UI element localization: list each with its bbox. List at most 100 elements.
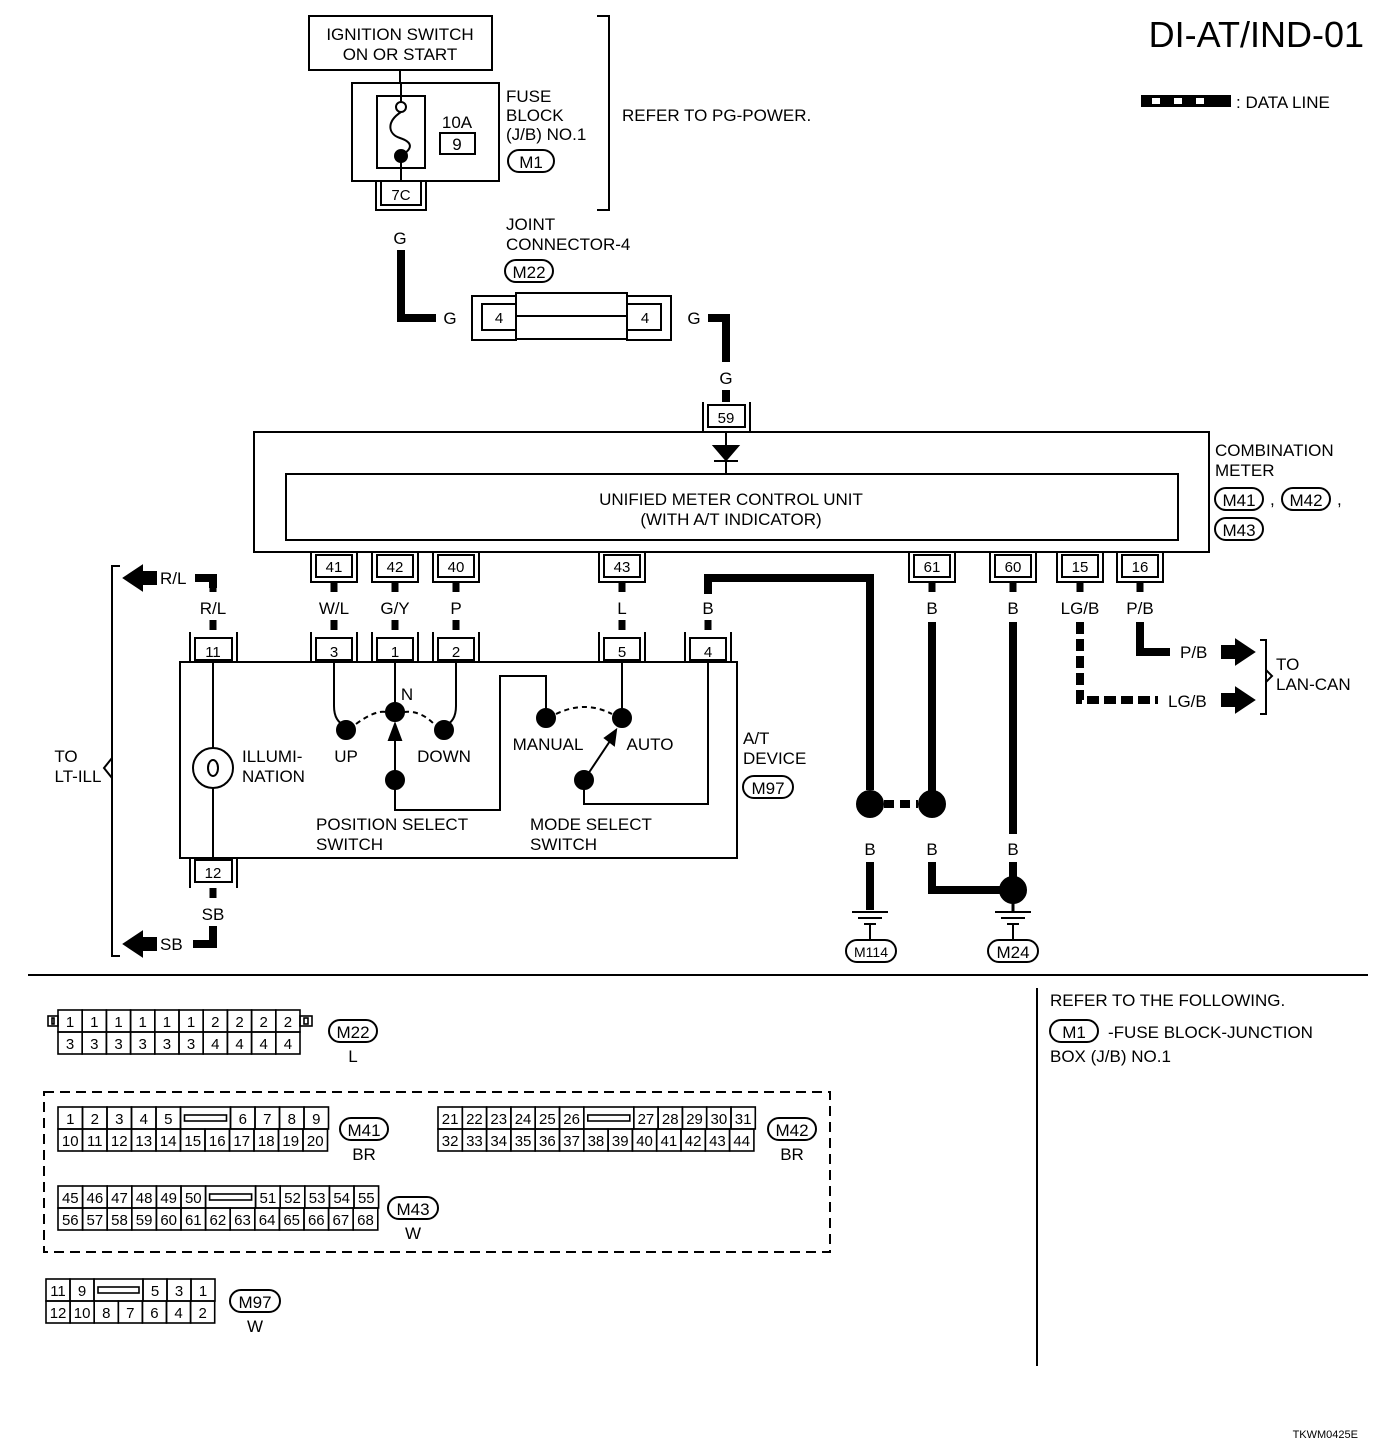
svg-text:B: B — [864, 840, 875, 859]
connector-key — [183, 1114, 228, 1122]
connector-pin: 18 — [258, 1133, 275, 1150]
connector-pin: 51 — [260, 1190, 277, 1207]
connector-pin: 11 — [87, 1133, 103, 1150]
m41-top-cell — [179, 1106, 232, 1130]
connector-pin: 5 — [164, 1111, 172, 1128]
refer-following-heading: REFER TO THE FOLLOWING. — [1050, 991, 1285, 1010]
unit-line1: UNIFIED METER CONTROL UNIT — [599, 490, 863, 509]
svg-text:SB: SB — [160, 935, 183, 954]
connector-pin: 65 — [283, 1212, 300, 1229]
svg-text:M41: M41 — [1222, 491, 1255, 510]
connector-pin: 20 — [307, 1133, 324, 1150]
combination-meter-line2: METER — [1215, 461, 1275, 480]
connector-pin: 1 — [139, 1014, 147, 1031]
page-title: DI-AT/IND-01 — [1149, 14, 1364, 55]
connector-pin: 12 — [50, 1305, 67, 1322]
svg-text:M43: M43 — [396, 1200, 429, 1219]
connector-pin: 11 — [50, 1283, 66, 1300]
combination-meter-box — [253, 431, 1210, 553]
svg-text:R/L: R/L — [200, 599, 226, 618]
connector-pin: 22 — [466, 1111, 483, 1128]
svg-text:M43: M43 — [1222, 521, 1255, 540]
svg-text:POSITION SELECT: POSITION SELECT — [316, 815, 468, 834]
svg-text:P/B: P/B — [1180, 643, 1207, 662]
connector-pin: 40 — [636, 1133, 653, 1150]
connector-pin: 3 — [187, 1036, 195, 1053]
svg-text:61: 61 — [924, 559, 941, 576]
connector-pin: 9 — [312, 1111, 320, 1128]
connector-pin: 30 — [711, 1111, 728, 1128]
meter-pin-59: 59 — [718, 410, 735, 427]
connector-pin: 3 — [114, 1036, 122, 1053]
svg-text:LAN-CAN: LAN-CAN — [1276, 675, 1351, 694]
svg-text:A/T: A/T — [743, 729, 769, 748]
at-device-m97: M97 — [751, 779, 784, 798]
lgb-arrow-icon — [1221, 686, 1256, 714]
connector-pin: 1 — [90, 1014, 98, 1031]
joint-connector-line2: CONNECTOR-4 — [506, 235, 630, 254]
fuse-number: 9 — [452, 135, 461, 154]
svg-text:G/Y: G/Y — [380, 599, 409, 618]
connector-pin: 4 — [235, 1036, 243, 1053]
m22-lock-right — [299, 1015, 313, 1027]
ground-icon-m24 — [995, 911, 1031, 940]
joint-connector-line1: JOINT — [506, 215, 555, 234]
connector-pin: 31 — [735, 1111, 752, 1128]
svg-text:W: W — [247, 1317, 263, 1336]
fuse-icon — [389, 111, 411, 157]
svg-text:SWITCH: SWITCH — [530, 835, 597, 854]
connector-pin: 6 — [239, 1111, 247, 1128]
connector-pin: 2 — [91, 1111, 99, 1128]
svg-text:P: P — [450, 599, 461, 618]
svg-text:-FUSE BLOCK-JUNCTION: -FUSE BLOCK-JUNCTION — [1108, 1023, 1313, 1042]
svg-text:,: , — [1337, 490, 1342, 509]
svg-text:LT-ILL: LT-ILL — [55, 767, 102, 786]
connector-pin: 3 — [90, 1036, 98, 1053]
svg-text:M42: M42 — [775, 1121, 808, 1140]
svg-text:AUTO: AUTO — [627, 735, 674, 754]
connector-key — [51, 1017, 55, 1025]
connector-key — [303, 1017, 309, 1025]
m22-lock-left — [47, 1015, 59, 1027]
connector-pin: 62 — [210, 1212, 227, 1229]
connector-pin: 28 — [662, 1111, 679, 1128]
m42-top-cell — [582, 1106, 635, 1130]
pb-arrow-icon — [1221, 638, 1256, 666]
data-line-legend: : DATA LINE — [1236, 93, 1330, 112]
svg-text:43: 43 — [614, 559, 631, 576]
connector-pin: 48 — [136, 1190, 153, 1207]
svg-text:B: B — [702, 599, 713, 618]
svg-text:M97: M97 — [238, 1293, 271, 1312]
connector-pin: 17 — [233, 1133, 250, 1150]
svg-text:12: 12 — [205, 865, 222, 882]
fuse-block-line3: (J/B) NO.1 — [506, 125, 586, 144]
connector-pin: 42 — [685, 1133, 702, 1150]
svg-text:SWITCH: SWITCH — [316, 835, 383, 854]
fuse-block-line1: FUSE — [506, 87, 551, 106]
svg-text:M22: M22 — [336, 1023, 369, 1042]
svg-text:BR: BR — [780, 1145, 804, 1164]
m42-bottom-cell — [728, 1128, 755, 1152]
connector-pin: 2 — [284, 1014, 292, 1031]
connector-pin: 3 — [66, 1036, 74, 1053]
connector-pin: 29 — [686, 1111, 703, 1128]
connector-pin: 4 — [174, 1305, 182, 1322]
connector-pin: 1 — [114, 1014, 122, 1031]
connector-pin: 1 — [199, 1283, 207, 1300]
svg-text:MODE SELECT: MODE SELECT — [530, 815, 652, 834]
connector-pin: 8 — [102, 1305, 110, 1322]
connector-pin: 1 — [66, 1014, 74, 1031]
connector-pin: 52 — [284, 1190, 301, 1207]
svg-text:N: N — [401, 685, 413, 704]
svg-text:1: 1 — [391, 644, 399, 661]
connector-pin: 23 — [490, 1111, 507, 1128]
svg-text:B: B — [1007, 599, 1018, 618]
connector-pin: 47 — [111, 1190, 128, 1207]
connector-pin: 21 — [442, 1111, 459, 1128]
ignition-line2: ON OR START — [343, 45, 458, 64]
connector-pin: 49 — [160, 1190, 177, 1207]
m43-top-cell — [204, 1185, 257, 1209]
svg-text:15: 15 — [1072, 559, 1089, 576]
connector-pin: 16 — [209, 1133, 226, 1150]
svg-text:L: L — [348, 1047, 357, 1066]
